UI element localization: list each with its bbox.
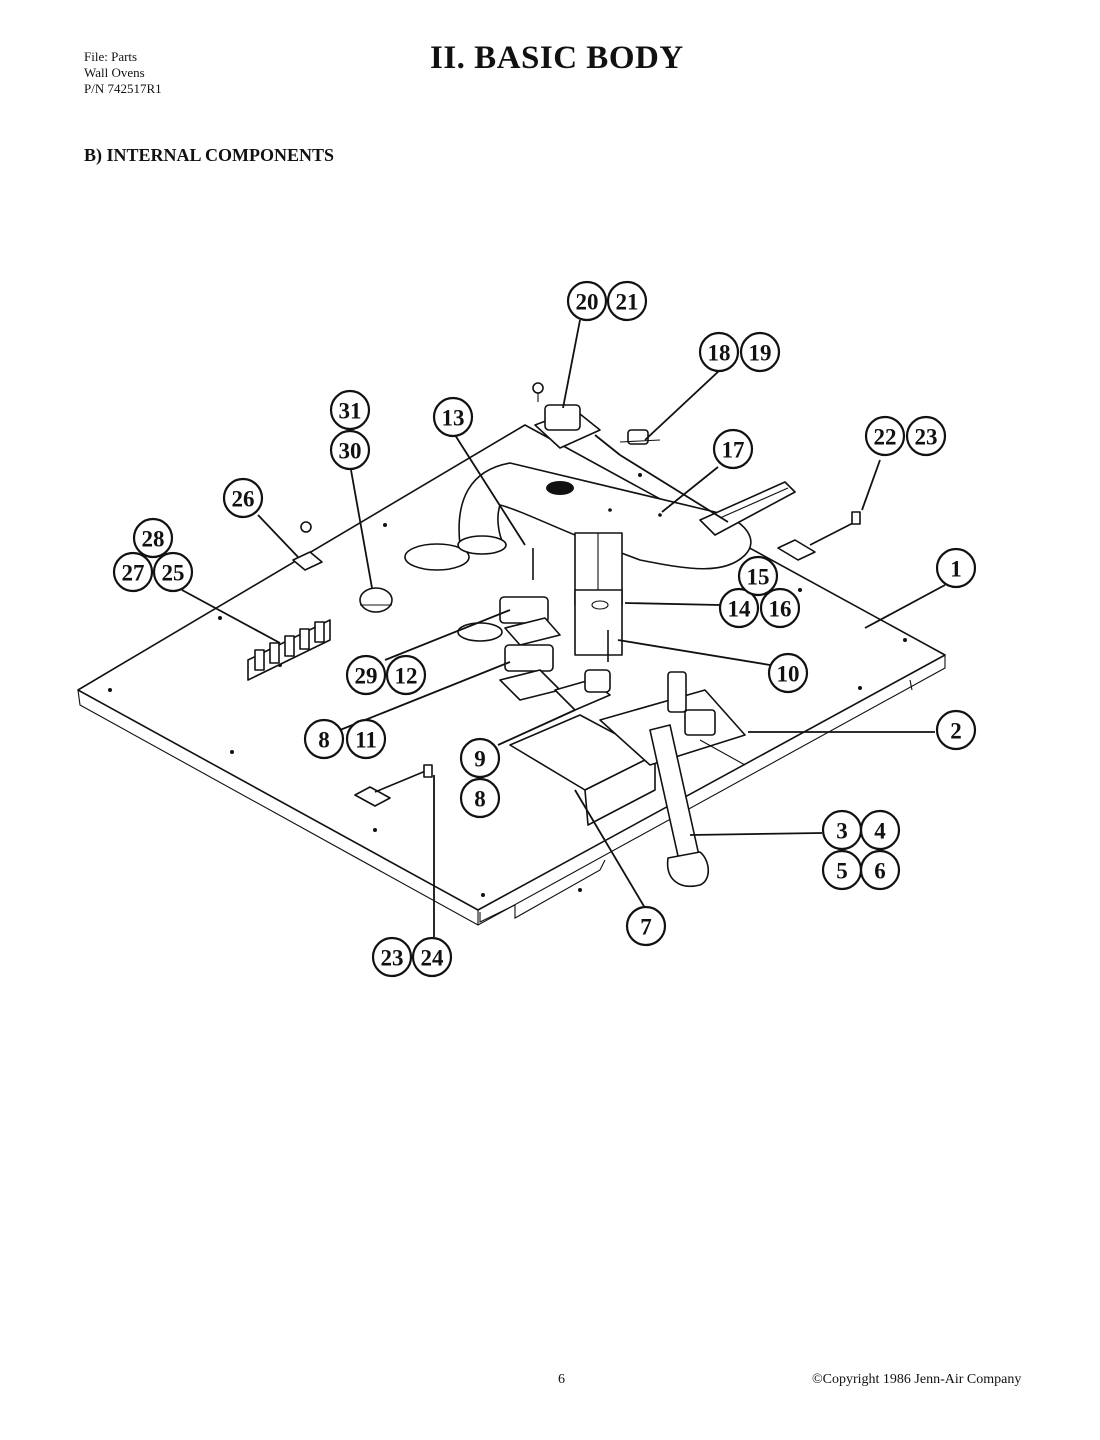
callout-6: 6 — [859, 849, 901, 891]
callout-31: 31 — [329, 389, 371, 431]
callout-25: 25 — [152, 551, 194, 593]
svg-text:23: 23 — [381, 946, 404, 971]
svg-text:1: 1 — [950, 557, 962, 582]
callout-21: 21 — [606, 280, 648, 322]
file-line-3: P/N 742517R1 — [84, 81, 162, 96]
svg-text:15: 15 — [747, 565, 770, 590]
vertical-channel — [574, 532, 623, 656]
callout-3: 3 — [821, 809, 863, 851]
svg-text:3: 3 — [836, 819, 848, 844]
fan-motor — [359, 587, 393, 613]
callout-24: 24 — [411, 936, 453, 978]
air-duct — [457, 462, 796, 570]
callout-19: 19 — [739, 331, 781, 373]
svg-text:19: 19 — [749, 341, 772, 366]
callout-10: 10 — [767, 652, 809, 694]
svg-text:8: 8 — [318, 728, 330, 753]
callout-4: 4 — [859, 809, 901, 851]
svg-text:12: 12 — [395, 664, 418, 689]
svg-text:28: 28 — [142, 527, 165, 552]
svg-text:27: 27 — [122, 561, 145, 586]
callout-9: 9 — [459, 737, 501, 779]
svg-text:10: 10 — [777, 662, 800, 687]
svg-text:2: 2 — [950, 719, 962, 744]
callout-28: 28 — [132, 517, 174, 559]
callout-8a: 8 — [303, 718, 345, 760]
callout-29: 29 — [345, 654, 387, 696]
svg-text:26: 26 — [232, 487, 255, 512]
svg-text:24: 24 — [421, 946, 445, 971]
terminal-block — [247, 619, 331, 681]
callout-20: 20 — [566, 280, 608, 322]
svg-text:5: 5 — [836, 859, 848, 884]
svg-text:16: 16 — [769, 597, 792, 622]
callout-11: 11 — [345, 718, 387, 760]
svg-text:29: 29 — [355, 664, 378, 689]
svg-text:9: 9 — [474, 747, 486, 772]
callout-7: 7 — [625, 905, 667, 947]
callout-5: 5 — [821, 849, 863, 891]
door-latch-assembly — [509, 671, 746, 887]
callout-13: 13 — [432, 396, 474, 438]
svg-text:8: 8 — [474, 787, 486, 812]
svg-text:30: 30 — [339, 439, 362, 464]
svg-text:11: 11 — [355, 728, 377, 753]
callout-23a: 23 — [905, 415, 947, 457]
panel-opening-small — [457, 622, 503, 642]
svg-text:23: 23 — [915, 425, 938, 450]
svg-text:13: 13 — [442, 406, 465, 431]
file-line-2: Wall Ovens — [84, 65, 145, 80]
svg-text:21: 21 — [616, 290, 639, 315]
callout-1: 1 — [935, 547, 977, 589]
panel-opening — [404, 543, 470, 571]
callout-14: 14 — [718, 587, 760, 629]
file-line-1: File: Parts — [84, 49, 138, 64]
wire-clip-lower — [354, 764, 433, 807]
svg-text:20: 20 — [576, 290, 599, 315]
page-title: II. BASIC BODY — [430, 40, 684, 76]
callout-2: 2 — [935, 709, 977, 751]
svg-text:25: 25 — [162, 561, 185, 586]
svg-text:17: 17 — [722, 438, 745, 463]
relay-lower — [499, 644, 561, 701]
svg-text:18: 18 — [708, 341, 731, 366]
callout-15: 15 — [737, 555, 779, 597]
callout-30: 30 — [329, 429, 371, 471]
callout-8b: 8 — [459, 777, 501, 819]
clip-26 — [292, 521, 323, 571]
page-number: 6 — [558, 1372, 565, 1387]
relay-upper — [499, 596, 561, 646]
copyright-notice: ©Copyright 1986 Jenn-Air Company — [812, 1372, 1022, 1387]
callout-12: 12 — [385, 654, 427, 696]
svg-text:22: 22 — [874, 425, 897, 450]
section-heading: B) INTERNAL COMPONENTS — [84, 145, 335, 165]
svg-text:4: 4 — [874, 819, 886, 844]
wire-clip-upper — [777, 511, 861, 561]
svg-text:31: 31 — [339, 399, 362, 424]
door-switch — [554, 669, 611, 711]
svg-text:6: 6 — [874, 859, 886, 884]
leader-lines — [181, 319, 946, 937]
callout-18: 18 — [698, 331, 740, 373]
callout-27: 27 — [112, 551, 154, 593]
callout-26: 26 — [222, 477, 264, 519]
file-info: File: Parts Wall Ovens P/N 742517R1 — [84, 49, 162, 97]
callout-16: 16 — [759, 587, 801, 629]
callouts: 1 2 3 4 5 6 7 8 8 9 10 11 12 13 14 15 16… — [112, 280, 977, 978]
callout-22: 22 — [864, 415, 906, 457]
callout-17: 17 — [712, 428, 754, 470]
thermostat-switch — [532, 382, 601, 449]
callout-23b: 23 — [371, 936, 413, 978]
svg-text:7: 7 — [640, 915, 652, 940]
svg-text:14: 14 — [728, 597, 752, 622]
